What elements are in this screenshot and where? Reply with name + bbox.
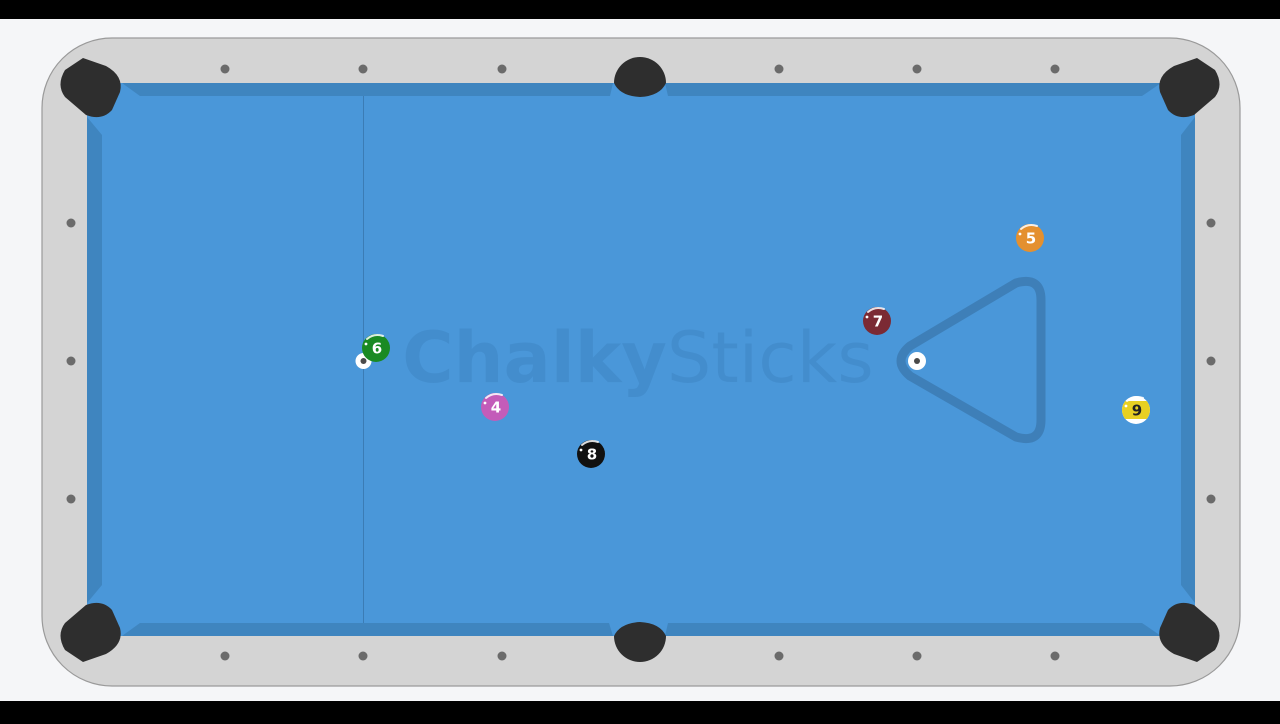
pocket-top-middle xyxy=(614,57,666,97)
diamond-bottom-2 xyxy=(358,651,368,661)
ball-5-glint xyxy=(1018,232,1022,236)
watermark-part1: Chalky xyxy=(402,317,667,399)
diamond-bottom-3 xyxy=(497,651,507,661)
cushion-top-left xyxy=(122,83,613,96)
watermark-logo: ChalkySticks xyxy=(402,317,873,399)
head-spot-center xyxy=(360,358,367,364)
ball-6-number: 6 xyxy=(372,340,382,358)
watermark-part2: Sticks xyxy=(667,317,874,399)
ball-5[interactable]: 5 xyxy=(1016,224,1044,252)
ball-4-body xyxy=(481,393,509,421)
cushions xyxy=(87,83,1195,636)
ball-4-shine xyxy=(485,393,503,399)
diamond-top-1 xyxy=(220,64,230,74)
ball-9-shine xyxy=(1126,396,1144,402)
diamond-bottom-1 xyxy=(220,651,230,661)
diamond-bottom-5 xyxy=(912,651,922,661)
pocket-top-left xyxy=(60,58,121,118)
cushion-left xyxy=(87,117,102,603)
ball-7-number: 7 xyxy=(873,313,883,331)
pocket-bottom-left xyxy=(60,602,121,662)
ball-9-number: 9 xyxy=(1132,402,1142,420)
diamond-top-2 xyxy=(358,64,368,74)
letterbox-top xyxy=(0,0,1280,19)
diamond-right-1 xyxy=(1206,218,1216,228)
ball-7-body xyxy=(863,307,891,335)
ball-5-number: 5 xyxy=(1026,230,1036,248)
diamond-left-1 xyxy=(66,218,76,228)
diamond-top-4 xyxy=(774,64,784,74)
ball-9[interactable]: 9 xyxy=(1122,396,1150,424)
ball-7[interactable]: 7 xyxy=(863,307,891,335)
diamond-top-5 xyxy=(912,64,922,74)
ball-9-glint xyxy=(1124,404,1128,408)
ball-6-glint xyxy=(364,342,368,346)
pocket-bottom-right xyxy=(1159,602,1220,662)
diamond-left-2 xyxy=(66,356,76,366)
diamond-bottom-4 xyxy=(774,651,784,661)
letterbox-bottom xyxy=(0,701,1280,720)
foot-spot-center xyxy=(914,358,920,364)
ball-4-number: 4 xyxy=(491,399,501,417)
rail-diamonds xyxy=(66,64,1216,661)
ball-7-glint xyxy=(865,315,869,319)
ball-9-stripe xyxy=(1122,401,1150,419)
ball-8-glint xyxy=(579,448,583,452)
ball-6-body xyxy=(362,334,390,362)
pocket-bottom-middle xyxy=(614,622,666,662)
ball-4-glint xyxy=(483,401,487,405)
ball-7-shine xyxy=(867,307,885,313)
cushion-bottom-left xyxy=(122,623,613,636)
diamond-bottom-6 xyxy=(1050,651,1060,661)
pockets xyxy=(60,57,1220,662)
rack-triangle-outline xyxy=(896,276,1046,444)
ball-8-body xyxy=(577,440,605,468)
diamond-right-3 xyxy=(1206,494,1216,504)
cushion-right xyxy=(1181,117,1195,603)
ball-5-shine xyxy=(1020,224,1038,230)
ball-8-number: 8 xyxy=(587,446,597,464)
ball-8-shine xyxy=(581,440,599,446)
ball-5-body xyxy=(1016,224,1044,252)
ball-6-shine xyxy=(366,334,384,340)
cushion-bottom-right xyxy=(665,623,1161,636)
balls: 6 4 8 7 5 9 xyxy=(362,224,1150,468)
cushion-top-right xyxy=(665,83,1161,96)
pocket-top-right xyxy=(1159,58,1220,118)
ball-8[interactable]: 8 xyxy=(577,440,605,468)
diamond-top-6 xyxy=(1050,64,1060,74)
diamond-top-3 xyxy=(497,64,507,74)
diamond-left-3 xyxy=(66,494,76,504)
table-felt[interactable] xyxy=(87,83,1195,636)
ball-4[interactable]: 4 xyxy=(481,393,509,421)
diamond-right-2 xyxy=(1206,356,1216,366)
ball-6[interactable]: 6 xyxy=(362,334,390,362)
